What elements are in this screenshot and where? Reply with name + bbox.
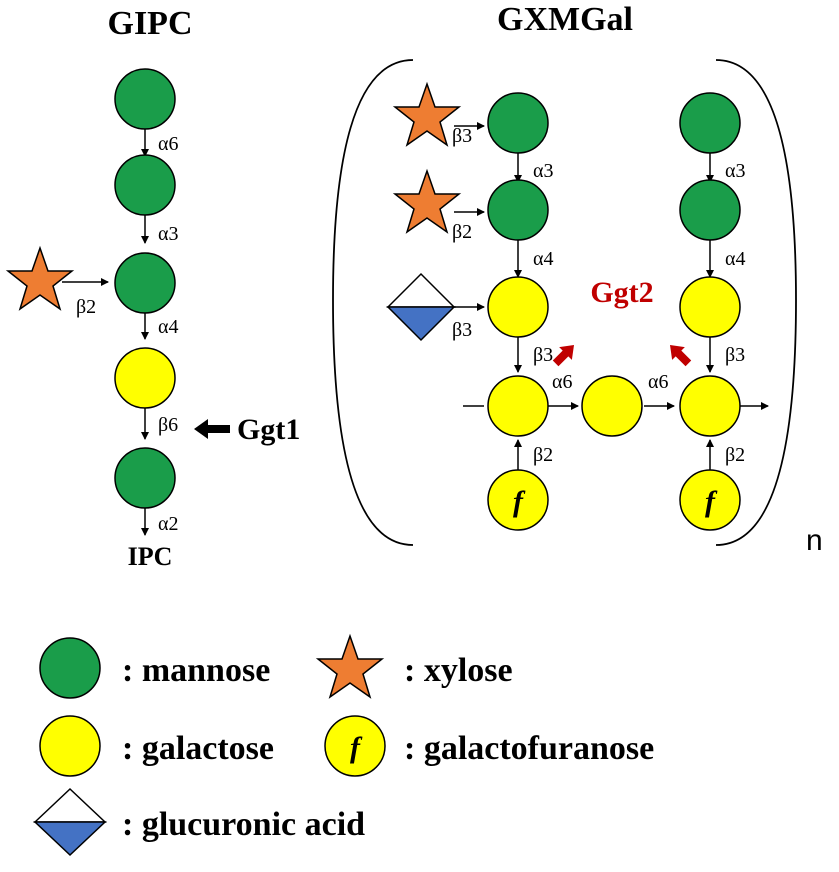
gxmgal-linkage-label: β2	[533, 444, 553, 466]
gxmgal-linkage-label: β3	[533, 344, 553, 366]
legend-galactose-label: : galactose	[122, 730, 274, 767]
ggt2-arrow-right-icon	[670, 345, 692, 367]
ggt2-label: Ggt2	[590, 276, 653, 309]
repeat-count-label: n	[806, 524, 823, 557]
galactose-residue	[679, 276, 741, 338]
legend-xylose-label: : xylose	[404, 652, 513, 689]
xylose-residue	[7, 247, 73, 310]
mannose-residue	[114, 68, 176, 130]
gxmgal-linkage-label: β3	[452, 319, 472, 341]
galactose-residue	[581, 375, 643, 437]
gxmgal-title: GXMGal	[497, 1, 633, 38]
galactofuranose-glyph: f	[350, 731, 363, 764]
gxmgal-linkage-label: α4	[725, 248, 745, 270]
galactofuranose-residue	[487, 469, 549, 531]
mannose-residue	[487, 179, 549, 241]
mannose-residue	[114, 154, 176, 216]
gxmgal-linkage-label: α3	[725, 160, 745, 182]
legend-galactose-symbol	[39, 715, 101, 777]
galactofuranose-residue	[679, 469, 741, 531]
mannose-residue	[679, 92, 741, 154]
mannose-residue	[679, 179, 741, 241]
legend: : mannose : xylose : galactose f : galac…	[33, 635, 654, 857]
repeat-bracket-left	[332, 59, 414, 546]
gxmgal-structure: n f f	[332, 59, 823, 557]
mannose-residue	[114, 447, 176, 509]
mannose-residue	[114, 252, 176, 314]
galactofuranose-glyph: f	[513, 485, 526, 518]
gipc-linkage-label: β2	[76, 296, 96, 318]
gipc-title: GIPC	[108, 5, 193, 42]
legend-glucuronic-symbol	[33, 787, 107, 857]
legend-mannose-symbol	[39, 637, 101, 699]
gxmgal-linkage-label: α3	[533, 160, 553, 182]
galactose-residue	[487, 375, 549, 437]
legend-glucuronic-label: : glucuronic acid	[122, 806, 365, 843]
gipc-linkage-label: α2	[158, 513, 178, 535]
ggt2-arrow-left-icon	[552, 345, 574, 367]
gipc-linkage-label: α6	[158, 133, 178, 155]
gxmgal-linkage-label: α6	[648, 371, 668, 393]
gxmgal-linkage-label: β2	[725, 444, 745, 466]
legend-galactofuranose-label: : galactofuranose	[404, 730, 654, 767]
galactose-residue	[679, 375, 741, 437]
galactose-residue	[114, 347, 176, 409]
gipc-linkage-label: α3	[158, 223, 178, 245]
galactofuranose-glyph: f	[705, 485, 718, 518]
ggt1-arrow-icon	[194, 419, 230, 439]
xylose-residue	[394, 170, 460, 233]
ipc-anchor-label: IPC	[128, 542, 173, 571]
repeat-bracket-right	[715, 59, 797, 546]
gxmgal-linkage-label: β3	[452, 125, 472, 147]
xylose-residue	[394, 83, 460, 146]
gxmgal-linkage-label: α6	[552, 371, 572, 393]
gxmgal-linkage-label: β3	[725, 344, 745, 366]
gipc-structure: α6 α3 β2 α4 β6 α2 IPC Ggt1	[7, 68, 300, 571]
legend-mannose-label: : mannose	[122, 652, 270, 689]
ggt1-label: Ggt1	[237, 413, 300, 446]
galactose-residue	[487, 276, 549, 338]
mannose-residue	[487, 92, 549, 154]
glucuronic-acid-residue	[386, 272, 456, 342]
gipc-linkage-label: β6	[158, 414, 178, 436]
gipc-linkage-label: α4	[158, 316, 178, 338]
legend-xylose-symbol	[317, 635, 383, 698]
legend-galactofuranose-symbol	[324, 715, 386, 777]
gxmgal-linkage-label: β2	[452, 221, 472, 243]
gxmgal-linkage-label: α4	[533, 248, 553, 270]
